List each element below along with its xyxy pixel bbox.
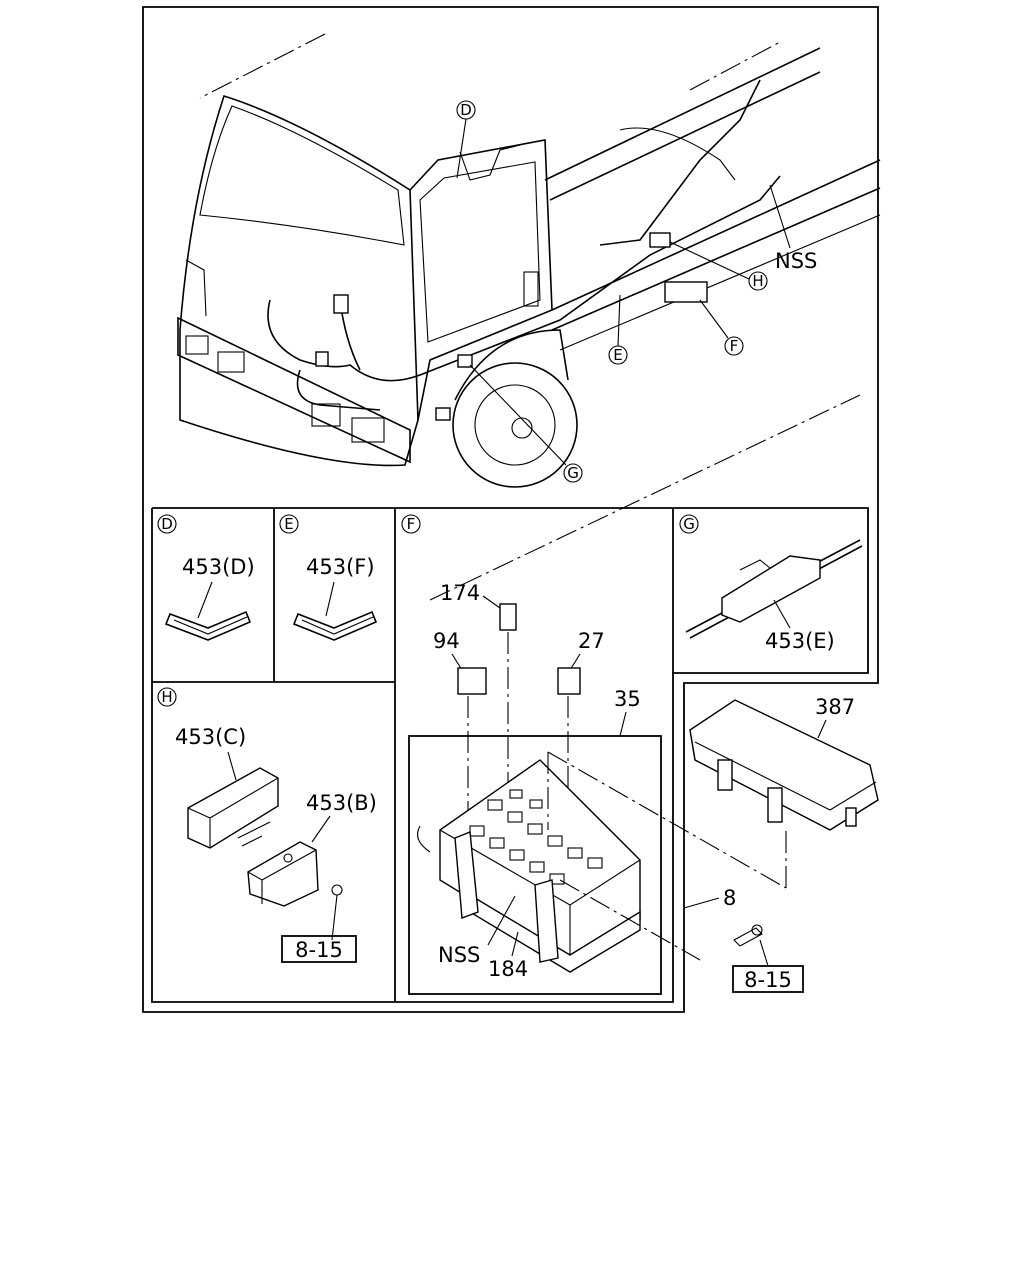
ref-box-815-f <box>732 965 804 993</box>
label-387: 387 <box>815 695 855 719</box>
svg-text:G: G <box>683 515 695 533</box>
truck-main-view <box>177 33 881 601</box>
svg-text:E: E <box>284 515 293 533</box>
detail-f: F 174 94 27 35 <box>401 514 879 995</box>
label-27: 27 <box>578 629 605 653</box>
label-nss-fusebox: NSS <box>438 943 480 967</box>
label-nss-main: NSS <box>775 249 817 273</box>
main-view-callouts: D E F G H NSS <box>456 100 817 483</box>
label-174: 174 <box>440 581 480 605</box>
callout-g: G <box>567 464 579 482</box>
label-184: 184 <box>488 957 528 981</box>
ref-box-815-h <box>281 935 357 963</box>
callout-d: D <box>460 101 472 119</box>
detail-h: H 453(C) 453(B) 8-15 <box>157 687 377 963</box>
label-35: 35 <box>614 687 641 711</box>
label-453f: 453(F) <box>306 555 375 579</box>
callout-h: H <box>752 272 763 290</box>
fuse-box-frame <box>408 735 662 995</box>
svg-text:H: H <box>161 688 172 706</box>
svg-text:D: D <box>161 515 173 533</box>
svg-text:8-15: 8-15 <box>295 938 343 962</box>
detail-d: D 453(D) <box>157 514 255 641</box>
detail-e: E 453(F) <box>279 514 378 641</box>
label-453e: 453(E) <box>765 629 835 653</box>
svg-text:F: F <box>407 515 416 533</box>
callout-e: E <box>613 346 622 364</box>
label-8: 8 <box>723 886 736 910</box>
label-453c: 453(C) <box>175 725 246 749</box>
label-453b: 453(B) <box>306 791 377 815</box>
label-453d: 453(D) <box>182 555 255 579</box>
callout-f: F <box>730 337 739 355</box>
label-94: 94 <box>433 629 460 653</box>
detail-g: G 453(E) <box>679 514 863 653</box>
outer-frame <box>142 6 879 1013</box>
svg-text:8-15: 8-15 <box>744 968 792 992</box>
